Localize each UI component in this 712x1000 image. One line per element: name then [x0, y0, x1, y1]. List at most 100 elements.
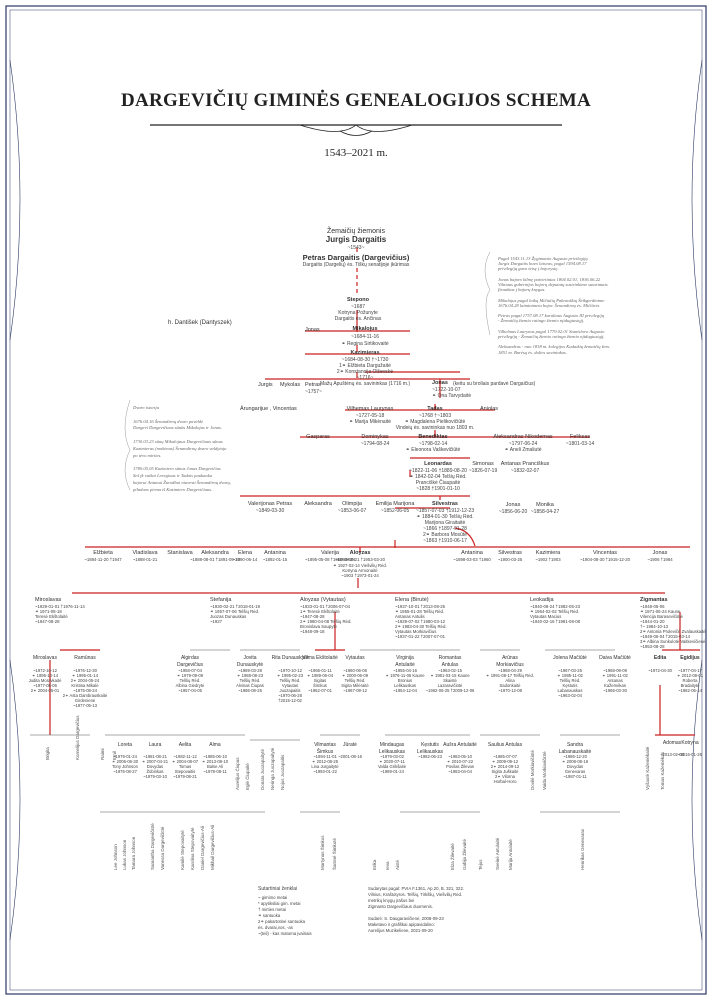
vertical-name: Tamara Johnson	[131, 836, 136, 870]
gen9-line: 2⚭ 2004-05-24	[70, 678, 100, 683]
jonas-gen6: Jonas	[505, 502, 521, 508]
gen7-date: ~1906 †1984	[647, 557, 673, 562]
gen10-name: Aušra Antulaitė	[443, 742, 477, 748]
vertical-name: Kamilė Stepovaitytė	[180, 830, 185, 870]
gen4-name: Dominykas	[361, 434, 389, 440]
gen10-line: ~1979-08-21	[173, 774, 197, 779]
silvestras-line: ⚭ 1884-01-30 Telšių Rėd.	[416, 514, 474, 520]
gen8-line: ~1937-01-22 †2007-07-01	[395, 634, 446, 639]
gen9-name: Rita Dunauskytė	[271, 655, 309, 661]
aloyzas-line: ~1903 †1973-01-24	[341, 573, 379, 578]
gen10-line: ⚭ 2009-09-12	[491, 759, 519, 764]
gen10-line: ⚭ 2004-08-07	[171, 759, 199, 764]
gen8-line: ⚭ 1957-07-06 Telšių Rėd.	[210, 609, 260, 614]
gen9-line: ⚭ 1985-11-02	[557, 673, 583, 678]
gen9-line: ~1967-09-12	[343, 688, 367, 693]
gen10-line: Tomas	[178, 764, 192, 769]
gen7-date: ~1900-03-25	[497, 557, 523, 562]
legend-item: † mirties metai	[258, 907, 286, 912]
year-range: 1543–2021 m.	[324, 147, 388, 159]
note-line: Dargevi Dargevičiaus sūnūs Mikalojus ir …	[133, 425, 222, 431]
gen7-date: ~1888-08-01 †1891-09-20	[189, 557, 241, 562]
gen9-line: Sadonkaitė	[499, 683, 521, 688]
stepono-name: Stepono	[347, 297, 369, 303]
gen9-line: ~1967-03-25	[558, 668, 582, 673]
gen4-date: ~1794-08-24	[360, 441, 390, 447]
founder-date: ~1543~	[347, 245, 365, 251]
gen9-line: †2015-12-02	[278, 698, 302, 703]
gen9-line: ~1958-07-04	[178, 668, 202, 673]
tadas-line: ~1768 †~1803	[418, 413, 452, 419]
jonas-gen1: Jonas	[305, 327, 320, 333]
gen10-line: Sigita Juškaitė	[491, 769, 519, 774]
benediktas-spouse: ⚭ Eleonora Vaškevičiūtė	[405, 447, 461, 453]
child-jurgis: Jurgis	[258, 382, 273, 388]
gen10-name: Kęstutis Lelikauskas	[416, 742, 444, 755]
gen9-line: Telšių Rėd.	[344, 678, 366, 683]
gen8-line: Antanas Antulis	[395, 614, 425, 619]
gen9-line: ⚭ 1981-03-15 Kaune	[430, 673, 470, 678]
gen9-line: Alvinas Čiupas	[236, 683, 264, 688]
vertical-name: Aurelijus Čiupas	[235, 757, 240, 790]
vilhemas-name: Vilhemas Laurynas	[346, 406, 394, 412]
gen4-date: ~1801-03-14	[565, 441, 595, 447]
gen7-date: ~1904-08-30 †1915-12-20	[579, 557, 631, 562]
gen8-line: Vytautas Macius	[530, 614, 562, 619]
gen7-name: Elžbieta	[93, 550, 113, 556]
vertical-name: Nojus Juozapaitis	[280, 754, 285, 790]
kazimieras-name: Kazimieras	[350, 350, 380, 356]
gen10-line: 2⚭ 2014-09-12	[490, 764, 520, 769]
kazimieras-line: ~1684-08-30 †~1730	[341, 357, 389, 363]
gen9-line: Lelikauskas	[394, 683, 416, 688]
gen9-line: Girdenienė	[74, 698, 96, 703]
source-line: Sudarė: S. Daugaravičienė, 2008-09-23	[368, 916, 444, 921]
gen9-line: ~1976-12-30	[73, 668, 97, 673]
vertical-name: Mikhail Dargevičius-Ali	[210, 824, 215, 870]
gen9-name: Egidijus	[680, 655, 700, 661]
vertical-name: Aistė	[395, 859, 400, 870]
note-line: 1730.03.23 sūnų Mikalojaus Dargevičiaus …	[133, 439, 223, 444]
kazimieras-line: 1⚭ Elžbieta Dargužaitė	[339, 363, 391, 369]
monika-gen6-date: ~1858-04-27	[530, 509, 560, 515]
gen8-line: ~1940-08-24 †1982-05-23	[530, 604, 581, 609]
gen10-line: Žobinkas	[146, 769, 164, 774]
gen10-line: ⚭ 2008-08-16	[561, 759, 589, 764]
gen9-line: Skaistė	[443, 678, 457, 683]
gen10-name: Sandra Labanauskaitė	[558, 742, 592, 755]
gen9-line: ~1957-04-05	[178, 688, 202, 693]
gen7-name: Silvestras	[498, 550, 522, 556]
gen9-line: ~1966-03-30	[603, 688, 627, 693]
gen8-name: Elena (Birutė)	[395, 597, 429, 603]
gen10-line: Genevaras	[564, 769, 586, 774]
gen7-date: ~1898-03-03 †1960	[453, 557, 491, 562]
vertical-name: Elza Žilevaitė	[450, 843, 455, 870]
gen10-line: ~1976-08-27	[113, 769, 137, 774]
gen9-name: Jolena Mačiūtė	[553, 655, 587, 661]
gen4-name: Aleksandras Nikodemas	[493, 434, 553, 440]
vertical-name: Emil	[112, 751, 117, 760]
gen9-line: ⚭ 1995-02-23	[276, 673, 304, 678]
gen10-line: ⚭ 2012-08-25	[311, 759, 339, 764]
gen10-line: ~1982-06-23	[418, 754, 442, 759]
gen10-line: Horbal-Horo	[493, 779, 517, 784]
gen4-date: ~1797-06-24	[508, 441, 538, 447]
jonas2-extra: (keitu su broliais pardavė Dargaičius)	[453, 381, 536, 387]
gen9-line: ~1966-01-11	[308, 668, 332, 673]
gen10-name: Vilmantas Šimkus	[314, 742, 336, 755]
gen9-line: ⚭ 1979-09-09	[176, 673, 204, 678]
gen10-line: ~1981-08-21	[143, 754, 167, 759]
tadas-name: Tadas	[427, 406, 443, 412]
gen9-line: ~1982-06-14	[678, 688, 702, 693]
gen9-line: ~1968-09-09	[603, 668, 627, 673]
gen9-line: ⚭ 1995-10-14	[31, 673, 59, 678]
gen9-line: ~1960-06-06	[343, 668, 367, 673]
vertical-name: Henrikas Genevaras	[580, 828, 585, 870]
gen10-line: ~1985-06-10	[203, 754, 227, 759]
silvestras-line: 2⚭ Barbora Mosūtė	[423, 532, 467, 538]
gen8-name: Stefanija	[210, 597, 232, 603]
mikalojus-line: ⚭ Regina Sirtikovaitė	[341, 341, 389, 347]
gen8-name: Aloyzas (Vytautas)	[300, 597, 346, 603]
gen8-line: Bronislava Saupytė	[300, 624, 338, 629]
child-mykolas: Mykolas	[280, 382, 301, 388]
